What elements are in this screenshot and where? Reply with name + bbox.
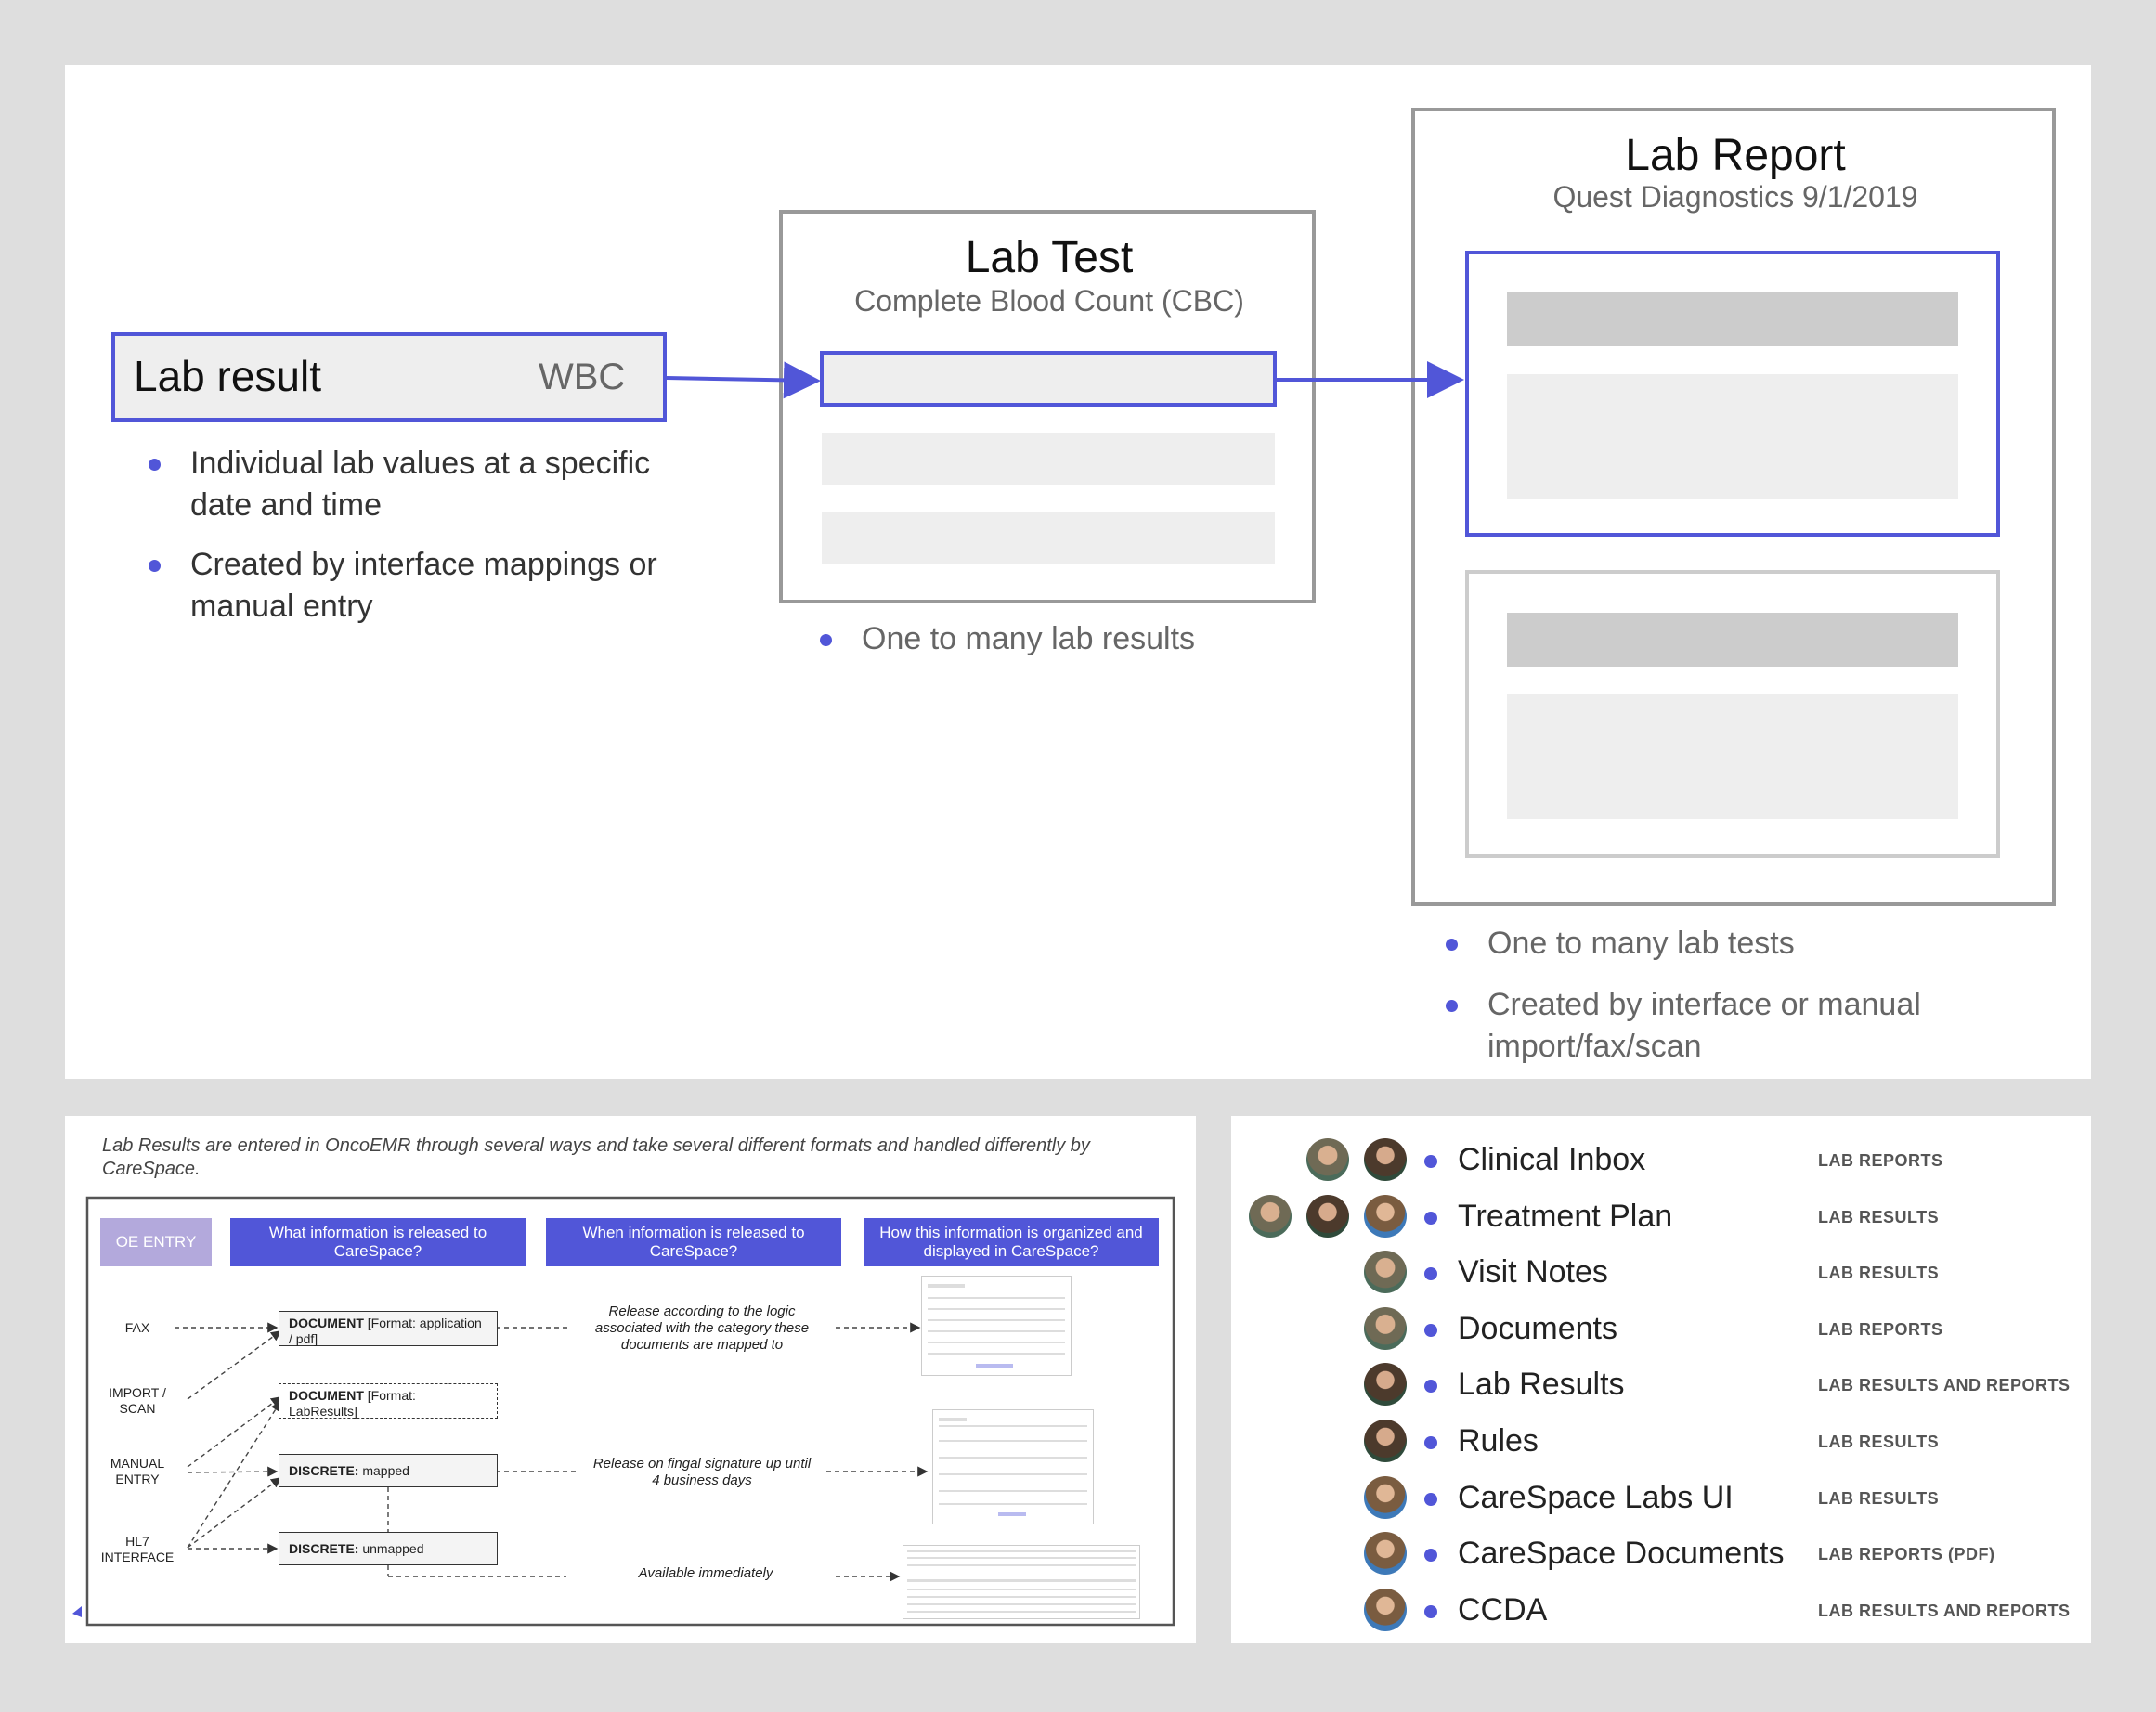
arrow-result-to-test bbox=[666, 361, 821, 399]
header-how: How this information is organized and di… bbox=[864, 1218, 1159, 1266]
source-hl7-interface: HL7 INTERFACE bbox=[100, 1534, 175, 1564]
location-row: Documents LAB REPORTS bbox=[1231, 1302, 2091, 1357]
avatar bbox=[1364, 1532, 1407, 1576]
report-test-header bbox=[1507, 613, 1958, 667]
release-immediately: Available immediately bbox=[638, 1565, 773, 1581]
release-on-signature: Release on fingal signature up until 4 b… bbox=[592, 1456, 812, 1488]
avatar bbox=[1364, 1138, 1407, 1181]
bullet-dot bbox=[1424, 1211, 1437, 1225]
avatar bbox=[1364, 1363, 1407, 1407]
lab-result-title: Lab result bbox=[134, 352, 322, 400]
report-test-header bbox=[1507, 292, 1958, 346]
lab-test-subtitle: Complete Blood Count (CBC) bbox=[854, 284, 1244, 318]
source-import-scan: IMPORT / SCAN bbox=[109, 1385, 166, 1416]
bullet-dot bbox=[1424, 1604, 1437, 1618]
lab-report-bullet: One to many lab tests bbox=[1446, 923, 2007, 965]
location-name: Documents bbox=[1458, 1310, 1617, 1346]
avatar bbox=[1364, 1306, 1407, 1350]
avatar bbox=[1364, 1251, 1407, 1294]
location-tag: LAB RESULTS bbox=[1818, 1433, 1940, 1451]
bullet-dot bbox=[1424, 1380, 1437, 1394]
source-fax: FAX bbox=[124, 1320, 150, 1335]
location-name: Clinical Inbox bbox=[1458, 1142, 1646, 1177]
location-tag: LAB RESULTS AND REPORTS bbox=[1818, 1376, 2071, 1395]
location-name: Treatment Plan bbox=[1458, 1198, 1673, 1234]
location-tag: LAB RESULTS bbox=[1818, 1207, 1940, 1226]
location-name: CareSpace Labs UI bbox=[1458, 1479, 1734, 1515]
bullet-dot bbox=[1424, 1267, 1437, 1281]
location-row: Treatment Plan LAB RESULTS bbox=[1231, 1189, 2091, 1245]
avatar bbox=[1306, 1194, 1349, 1238]
location-row: Visit Notes LAB RESULTS bbox=[1231, 1245, 2091, 1301]
header-what: What information is released to CareSpac… bbox=[230, 1218, 526, 1266]
lab-result-box bbox=[111, 332, 667, 422]
location-row: CareSpace Labs UI LAB RESULTS bbox=[1231, 1471, 2091, 1526]
hierarchy-diagram bbox=[111, 108, 2056, 906]
location-tag: LAB RESULTS AND REPORTS bbox=[1818, 1601, 2071, 1620]
flow-intro: Lab Results are entered in OncoEMR throu… bbox=[102, 1135, 1090, 1179]
lab-result-bullet: Individual lab values at a specific date… bbox=[149, 443, 673, 526]
location-name: Rules bbox=[1458, 1423, 1539, 1459]
box-discrete-unmapped: DISCRETE: unmapped bbox=[279, 1532, 498, 1565]
lab-test-title: Lab Test bbox=[965, 233, 1134, 282]
source-manual-entry: MANUAL ENTRY bbox=[110, 1456, 165, 1486]
bullet-dot bbox=[1424, 1492, 1437, 1506]
avatar bbox=[1306, 1138, 1349, 1181]
report-test-body bbox=[1507, 694, 1958, 819]
location-row: Lab Results LAB RESULTS AND REPORTS bbox=[1231, 1357, 2091, 1413]
lab-test-row bbox=[822, 512, 1275, 564]
location-tag: LAB RESULTS bbox=[1818, 1488, 1940, 1508]
avatar bbox=[1364, 1420, 1407, 1462]
bullet-dot bbox=[1424, 1549, 1437, 1563]
location-name: CareSpace Documents bbox=[1458, 1536, 1785, 1572]
location-tag: LAB REPORTS bbox=[1818, 1319, 1943, 1339]
lab-result-bullet: Created by interface mappings or manual … bbox=[149, 544, 673, 628]
location-tag: LAB REPORTS bbox=[1818, 1151, 1943, 1170]
bullet-dot bbox=[1424, 1436, 1437, 1449]
location-name: Visit Notes bbox=[1458, 1254, 1608, 1290]
lab-report-bullet: Created by interface or manual import/fa… bbox=[1446, 984, 1970, 1068]
release-by-category: Release according to the logic associate… bbox=[594, 1303, 810, 1353]
entry-flow-panel: Lab Results are entered in OncoEMR throu… bbox=[65, 1116, 1196, 1643]
lab-report-title: Lab Report bbox=[1625, 131, 1846, 180]
thumbnail-documents-list bbox=[921, 1276, 1072, 1376]
location-tag: LAB RESULTS bbox=[1818, 1264, 1940, 1283]
avatar bbox=[1364, 1475, 1407, 1519]
location-name: Lab Results bbox=[1458, 1367, 1625, 1403]
lab-test-row bbox=[822, 433, 1275, 485]
lab-result-code: WBC bbox=[539, 357, 626, 397]
location-row: CCDA LAB RESULTS AND REPORTS bbox=[1231, 1583, 2091, 1639]
location-row: Rules LAB RESULTS bbox=[1231, 1414, 2091, 1470]
box-discrete-mapped: DISCRETE: mapped bbox=[279, 1454, 498, 1487]
bullet-dot bbox=[1424, 1155, 1437, 1168]
lab-report-subtitle: Quest Diagnostics 9/1/2019 bbox=[1552, 180, 1918, 214]
lab-test-selected-row bbox=[820, 351, 1277, 407]
box-document-pdf: DOCUMENT [Format: application / pdf] bbox=[279, 1311, 498, 1346]
thumbnail-lab-results bbox=[932, 1409, 1094, 1524]
report-test-body bbox=[1507, 374, 1958, 499]
lab-hierarchy-panel: Lab result WBC Individual lab values at … bbox=[65, 65, 2091, 1079]
location-tag: LAB REPORTS (PDF) bbox=[1818, 1545, 1995, 1564]
location-row: CareSpace Documents LAB REPORTS (PDF) bbox=[1231, 1526, 2091, 1582]
avatar bbox=[1364, 1588, 1407, 1631]
location-row: Clinical Inbox LAB REPORTS bbox=[1231, 1133, 2091, 1188]
location-name: CCDA bbox=[1458, 1591, 1548, 1628]
avatar bbox=[1249, 1194, 1292, 1238]
flow-frame bbox=[85, 1196, 1175, 1627]
box-document-labresults: DOCUMENT [Format: LabResults] bbox=[279, 1383, 498, 1419]
lab-test-bullet: One to many lab results bbox=[820, 618, 1326, 660]
header-oe-entry: OE ENTRY bbox=[100, 1218, 212, 1266]
avatar bbox=[1364, 1194, 1407, 1238]
header-when: When information is released to CareSpac… bbox=[546, 1218, 841, 1266]
bullet-dot bbox=[1424, 1323, 1437, 1337]
flow-diagram bbox=[72, 1196, 1175, 1627]
thumbnail-treatment-plan bbox=[903, 1545, 1140, 1619]
